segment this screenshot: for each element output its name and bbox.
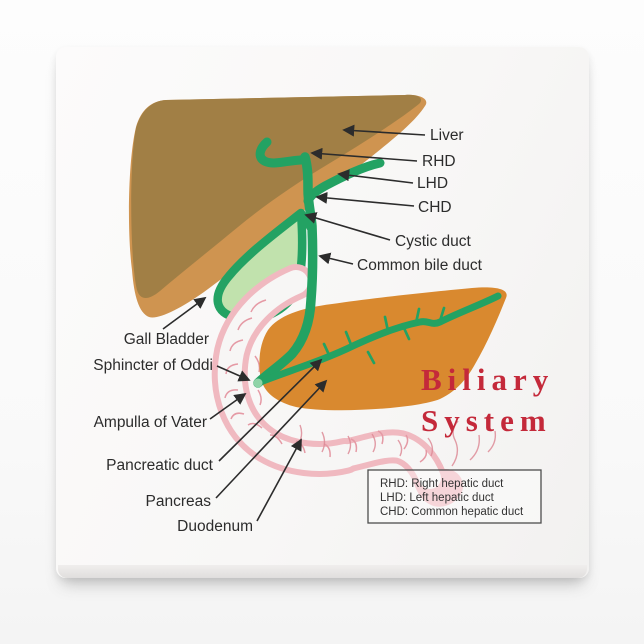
leader-liver xyxy=(342,124,426,137)
leader-sphincter xyxy=(216,365,251,382)
label-cystic-duct: Cystic duct xyxy=(395,233,471,250)
leader-lhd xyxy=(337,169,414,184)
bile-ducts xyxy=(253,137,502,388)
label-sphincter-of-oddi: Sphincter of Oddi xyxy=(93,357,213,374)
leader-lines xyxy=(162,124,426,522)
liver-shape xyxy=(128,94,427,318)
label-rhd: RHD xyxy=(422,153,456,170)
leader-common-bile-duct xyxy=(318,252,354,265)
title-line-2: System xyxy=(421,403,552,438)
leader-pancreatic-duct xyxy=(218,358,323,462)
legend-box: RHD: Right hepatic duct LHD: Left hepati… xyxy=(367,469,542,524)
duodenum-lumen-tail xyxy=(334,435,441,489)
label-pancreas: Pancreas xyxy=(146,493,212,510)
sphincter-dot xyxy=(253,378,263,388)
label-pancreatic-duct: Pancreatic duct xyxy=(106,457,214,474)
liver-dark-lobe xyxy=(131,94,422,299)
right-hepatic-duct xyxy=(255,137,311,168)
label-chd: CHD xyxy=(418,199,452,216)
leader-rhd xyxy=(310,147,418,162)
label-common-bile-duct: Common bile duct xyxy=(357,257,483,274)
leader-duodenum xyxy=(256,438,302,522)
legend-border xyxy=(367,469,542,524)
diagram-title: Biliary System xyxy=(421,362,554,438)
leader-ampulla xyxy=(209,392,247,420)
leader-chd xyxy=(315,191,415,207)
title-line-1: Biliary xyxy=(421,362,554,397)
leader-pancreas xyxy=(215,379,328,499)
label-liver: Liver xyxy=(430,127,464,144)
leader-cystic-duct xyxy=(304,212,391,241)
labels: Liver RHD LHD CHD Cystic duct Common bil… xyxy=(93,127,482,535)
legend-item-lhd: LHD: Left hepatic duct xyxy=(380,492,495,504)
label-ampulla-of-vater: Ampulla of Vater xyxy=(94,414,207,431)
legend-item-rhd: RHD: Right hepatic duct xyxy=(380,478,504,490)
common-hepatic-and-bile-duct xyxy=(253,152,318,388)
intestine-sketch-lines xyxy=(297,420,497,467)
label-duodenum: Duodenum xyxy=(177,518,253,535)
label-gall-bladder: Gall Bladder xyxy=(124,331,209,348)
leader-gall-bladder xyxy=(162,296,207,330)
legend-item-chd: CHD: Common hepatic duct xyxy=(380,506,524,518)
label-lhd: LHD xyxy=(417,175,448,192)
pancreatic-duct-branches xyxy=(322,306,446,365)
